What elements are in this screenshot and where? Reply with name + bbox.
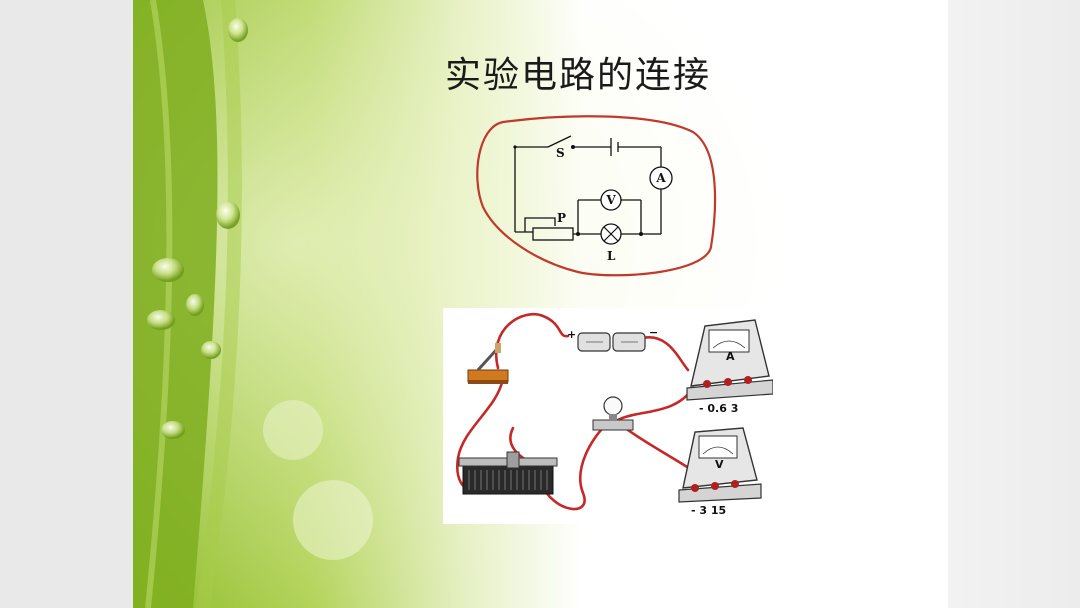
switch-label: S — [556, 146, 565, 160]
switch-lever — [547, 135, 572, 148]
battery-cells — [577, 332, 646, 352]
battery-plus-label: + — [567, 328, 576, 341]
lamp-symbol — [600, 223, 622, 245]
left-letterbox — [0, 0, 133, 608]
voltmeter-symbol — [600, 189, 622, 211]
light-bulb-on-stand — [592, 396, 634, 431]
voltmeter-terminal-labels: - 3 15 — [691, 504, 726, 517]
voltmeter-face-label: V — [715, 458, 724, 471]
circuit-schematic-diagram: A V S P L — [476, 115, 717, 277]
red-hand-drawn-outline — [476, 115, 717, 277]
voltmeter-device — [678, 427, 762, 503]
presentation-slide: 实验电路的连接 — [133, 0, 948, 608]
ammeter-device — [686, 319, 773, 401]
knife-switch — [467, 343, 509, 384]
slide-title: 实验电路的连接 — [444, 55, 711, 96]
ammeter-label: A — [655, 171, 666, 185]
leaf-background-image — [133, 0, 948, 608]
sliding-rheostat — [458, 451, 558, 495]
ammeter-face-label: A — [726, 350, 735, 363]
right-letterbox — [948, 0, 1080, 608]
circuit-apparatus-photo: + − A - 0.6 3 — [443, 308, 773, 524]
rheostat-slider-label: P — [557, 211, 566, 225]
ammeter-symbol — [649, 166, 673, 190]
ammeter-terminal-labels: - 0.6 3 — [699, 402, 738, 415]
lamp-label: L — [607, 249, 616, 263]
voltmeter-label: V — [605, 193, 616, 207]
battery-minus-label: − — [649, 326, 658, 339]
